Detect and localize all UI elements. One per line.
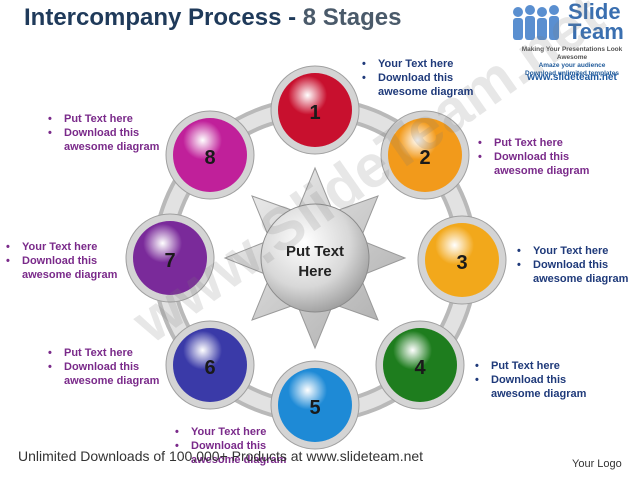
logo-tagline: Making Your Presentations Look Awesome A… — [506, 46, 638, 78]
stage-1-bubble[interactable] — [278, 73, 352, 147]
note-7-line2: Download this — [4, 254, 117, 268]
people-icon — [513, 5, 559, 40]
note-stage-5: Your Text hereDownload this awesome diag… — [173, 425, 286, 467]
stage-4-bubble[interactable] — [383, 328, 457, 402]
slideteam-logo: Slide Team Making Your Presentations Loo… — [510, 0, 636, 86]
note-8-line2: Download this — [46, 126, 159, 140]
logo-brand: Slide Team — [568, 0, 624, 44]
stage-4-number: 4 — [414, 357, 426, 379]
page-title: Intercompany Process - 8 Stages — [24, 4, 401, 32]
note-2-line2: Download this — [476, 150, 589, 164]
stage-7-number: 7 — [164, 250, 175, 272]
note-8-line1: Put Text here — [46, 112, 159, 126]
logo-brand-line1: Slide — [568, 0, 621, 24]
note-5-line1: Your Text here — [173, 425, 286, 439]
note-3-line3: awesome diagram — [533, 273, 629, 285]
stage-5-bubble[interactable] — [278, 368, 352, 442]
note-1-line2: Download this — [360, 71, 473, 85]
subtitle: 8 Stages — [302, 4, 402, 31]
note-2-line3: awesome diagram — [494, 165, 590, 177]
stage-2-number: 2 — [419, 147, 430, 169]
logo-tagline2: Amaze your audience — [538, 62, 606, 69]
center-circle[interactable] — [260, 203, 370, 313]
note-7-line3: awesome diagram — [22, 269, 118, 281]
footer-text: Unlimited Downloads of 100,000+ Products… — [18, 448, 424, 464]
note-1-line1: Your Text here — [360, 57, 473, 71]
stage-1-number: 1 — [309, 102, 320, 124]
logo-brand-line2: Team — [568, 19, 624, 44]
note-6-line3: awesome diagram — [64, 375, 160, 387]
center-label-line2: Here — [298, 263, 331, 280]
stage-8-number: 8 — [204, 147, 215, 169]
title-text: Intercompany Process — [24, 4, 282, 31]
logo-tagline1: Making Your Presentations Look Awesome — [521, 46, 623, 61]
note-1-line3: awesome diagram — [378, 86, 474, 98]
note-6-line2: Download this — [46, 360, 159, 374]
stage-8-bubble[interactable] — [173, 118, 247, 192]
note-3-line1: Your Text here — [515, 244, 628, 258]
stage-5-number: 5 — [309, 397, 320, 419]
note-stage-2: Put Text hereDownload this awesome diagr… — [476, 136, 589, 178]
note-7-line1: Your Text here — [4, 240, 117, 254]
note-5-line2: Download this — [173, 439, 286, 453]
center-label-line1: Put Text — [286, 243, 344, 260]
stage-2-bubble[interactable] — [388, 118, 462, 192]
note-4-line3: awesome diagram — [491, 388, 587, 400]
note-stage-4: Put Text hereDownload this awesome diagr… — [473, 359, 586, 401]
logo-url[interactable]: www.slideteam.net — [527, 72, 617, 83]
note-4-line2: Download this — [473, 373, 586, 387]
note-stage-7: Your Text hereDownload this awesome diag… — [4, 240, 117, 282]
note-2-line1: Put Text here — [476, 136, 589, 150]
note-5-line3: awesome diagram — [191, 454, 287, 466]
note-4-line1: Put Text here — [473, 359, 586, 373]
stage-3-bubble[interactable] — [425, 223, 499, 297]
note-8-line3: awesome diagram — [64, 141, 160, 153]
logo-tagline3: Download unlimited templates — [525, 70, 619, 77]
title-separator: - — [281, 4, 303, 31]
note-6-line1: Put Text here — [46, 346, 159, 360]
stage-6-number: 6 — [204, 357, 215, 379]
stage-3-number: 3 — [456, 252, 467, 274]
note-stage-1: Your Text hereDownload this awesome diag… — [360, 57, 473, 99]
stage-7-bubble[interactable] — [133, 221, 207, 295]
note-stage-8: Put Text hereDownload this awesome diagr… — [46, 112, 159, 154]
note-3-line2: Download this — [515, 258, 628, 272]
stage-6-bubble[interactable] — [173, 328, 247, 402]
your-logo-placeholder: Your Logo — [572, 458, 622, 470]
note-stage-3: Your Text hereDownload this awesome diag… — [515, 244, 628, 286]
note-stage-6: Put Text hereDownload this awesome diagr… — [46, 346, 159, 388]
